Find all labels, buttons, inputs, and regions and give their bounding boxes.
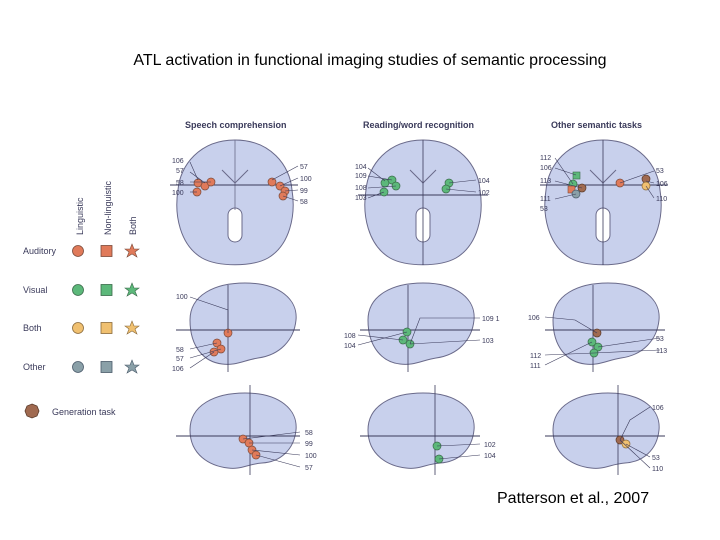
brain-axial-other	[540, 139, 668, 266]
label: 103	[482, 338, 494, 345]
brain-lateral-other	[545, 282, 665, 372]
label: 58	[305, 430, 313, 437]
label: 53	[656, 336, 664, 343]
header-reading-word-recognition: Reading/word recognition	[363, 120, 475, 130]
label: 100	[300, 176, 312, 183]
legend-other-both-marker	[124, 359, 140, 374]
legend-row-auditory: Auditory	[23, 246, 57, 256]
label: 110	[652, 466, 663, 473]
label: 106	[540, 165, 552, 172]
label: 106	[172, 158, 184, 165]
legend-auditory-nonling-marker	[100, 245, 113, 257]
marker	[567, 185, 576, 194]
legend-row-visual: Visual	[23, 285, 48, 295]
label: 104	[478, 178, 490, 185]
label: 100	[305, 453, 317, 460]
label: 58	[176, 347, 184, 354]
header-speech-comprehension: Speech comprehension	[185, 120, 287, 130]
label: 57	[300, 164, 308, 171]
label: 53	[540, 206, 548, 213]
label: 57	[176, 168, 184, 175]
leader-lines	[189, 157, 661, 469]
brain-axial-reading	[358, 139, 488, 266]
marker	[267, 177, 277, 187]
legend-other-linguistic-marker	[72, 361, 84, 373]
marker	[572, 171, 581, 180]
markers-axial-speech	[192, 177, 290, 201]
label: 109 1	[482, 316, 500, 323]
legend-other-nonling-marker	[100, 361, 113, 373]
marker	[251, 450, 261, 460]
label: 106	[656, 181, 668, 188]
legend-visual-linguistic-marker	[72, 284, 84, 296]
legend-both-nonling-marker	[100, 322, 113, 334]
label: 57	[176, 356, 184, 363]
label: 99	[305, 441, 313, 448]
brain-axial-speech	[170, 139, 298, 266]
label: 111	[530, 363, 541, 370]
label: 106	[172, 366, 184, 373]
label: 112	[540, 155, 551, 162]
label: 102	[478, 190, 490, 197]
label: 58	[300, 199, 308, 206]
label: 113	[656, 348, 667, 355]
legend-visual-nonling-marker	[100, 284, 113, 296]
label: 100	[172, 190, 184, 197]
brain-medial-speech	[176, 385, 300, 475]
brain-lateral-speech	[176, 282, 300, 372]
label: 53	[656, 168, 664, 175]
label: 106	[528, 315, 540, 322]
legend-row-other: Other	[23, 362, 46, 372]
label: 104	[344, 343, 356, 350]
label: 108	[344, 333, 356, 340]
label: 112	[530, 353, 541, 360]
legend-visual-both-marker	[124, 282, 140, 297]
label: 53	[652, 455, 660, 462]
label: 113	[540, 178, 551, 185]
citation: Patterson et al., 2007	[497, 490, 650, 507]
legend-generation-marker	[24, 403, 40, 419]
label: 58	[176, 180, 184, 187]
label: 111	[540, 196, 551, 203]
label: 106	[652, 405, 664, 412]
brain-lateral-reading	[360, 282, 480, 372]
legend-both-linguistic-marker	[72, 322, 84, 334]
legend-both-both-marker	[124, 320, 140, 335]
brain-medial-other	[545, 385, 665, 475]
label: 102	[484, 442, 496, 449]
label: 109	[355, 173, 367, 180]
label: 57	[305, 465, 313, 472]
legend-auditory-both-marker	[124, 243, 140, 258]
legend-generation-task: Generation task	[52, 407, 116, 417]
label: 104	[355, 164, 367, 171]
legend-auditory-linguistic-marker	[72, 245, 84, 257]
brain-medial-reading	[360, 385, 480, 475]
label: 104	[484, 453, 496, 460]
label: 99	[300, 188, 308, 195]
slide-title: ATL activation in functional imaging stu…	[133, 52, 607, 69]
legend-row-both: Both	[23, 323, 42, 333]
label: 100	[176, 294, 188, 301]
header-other-semantic-tasks: Other semantic tasks	[551, 120, 643, 130]
label: 110	[656, 196, 667, 203]
label: 108	[355, 185, 367, 192]
label: 103	[355, 195, 367, 202]
